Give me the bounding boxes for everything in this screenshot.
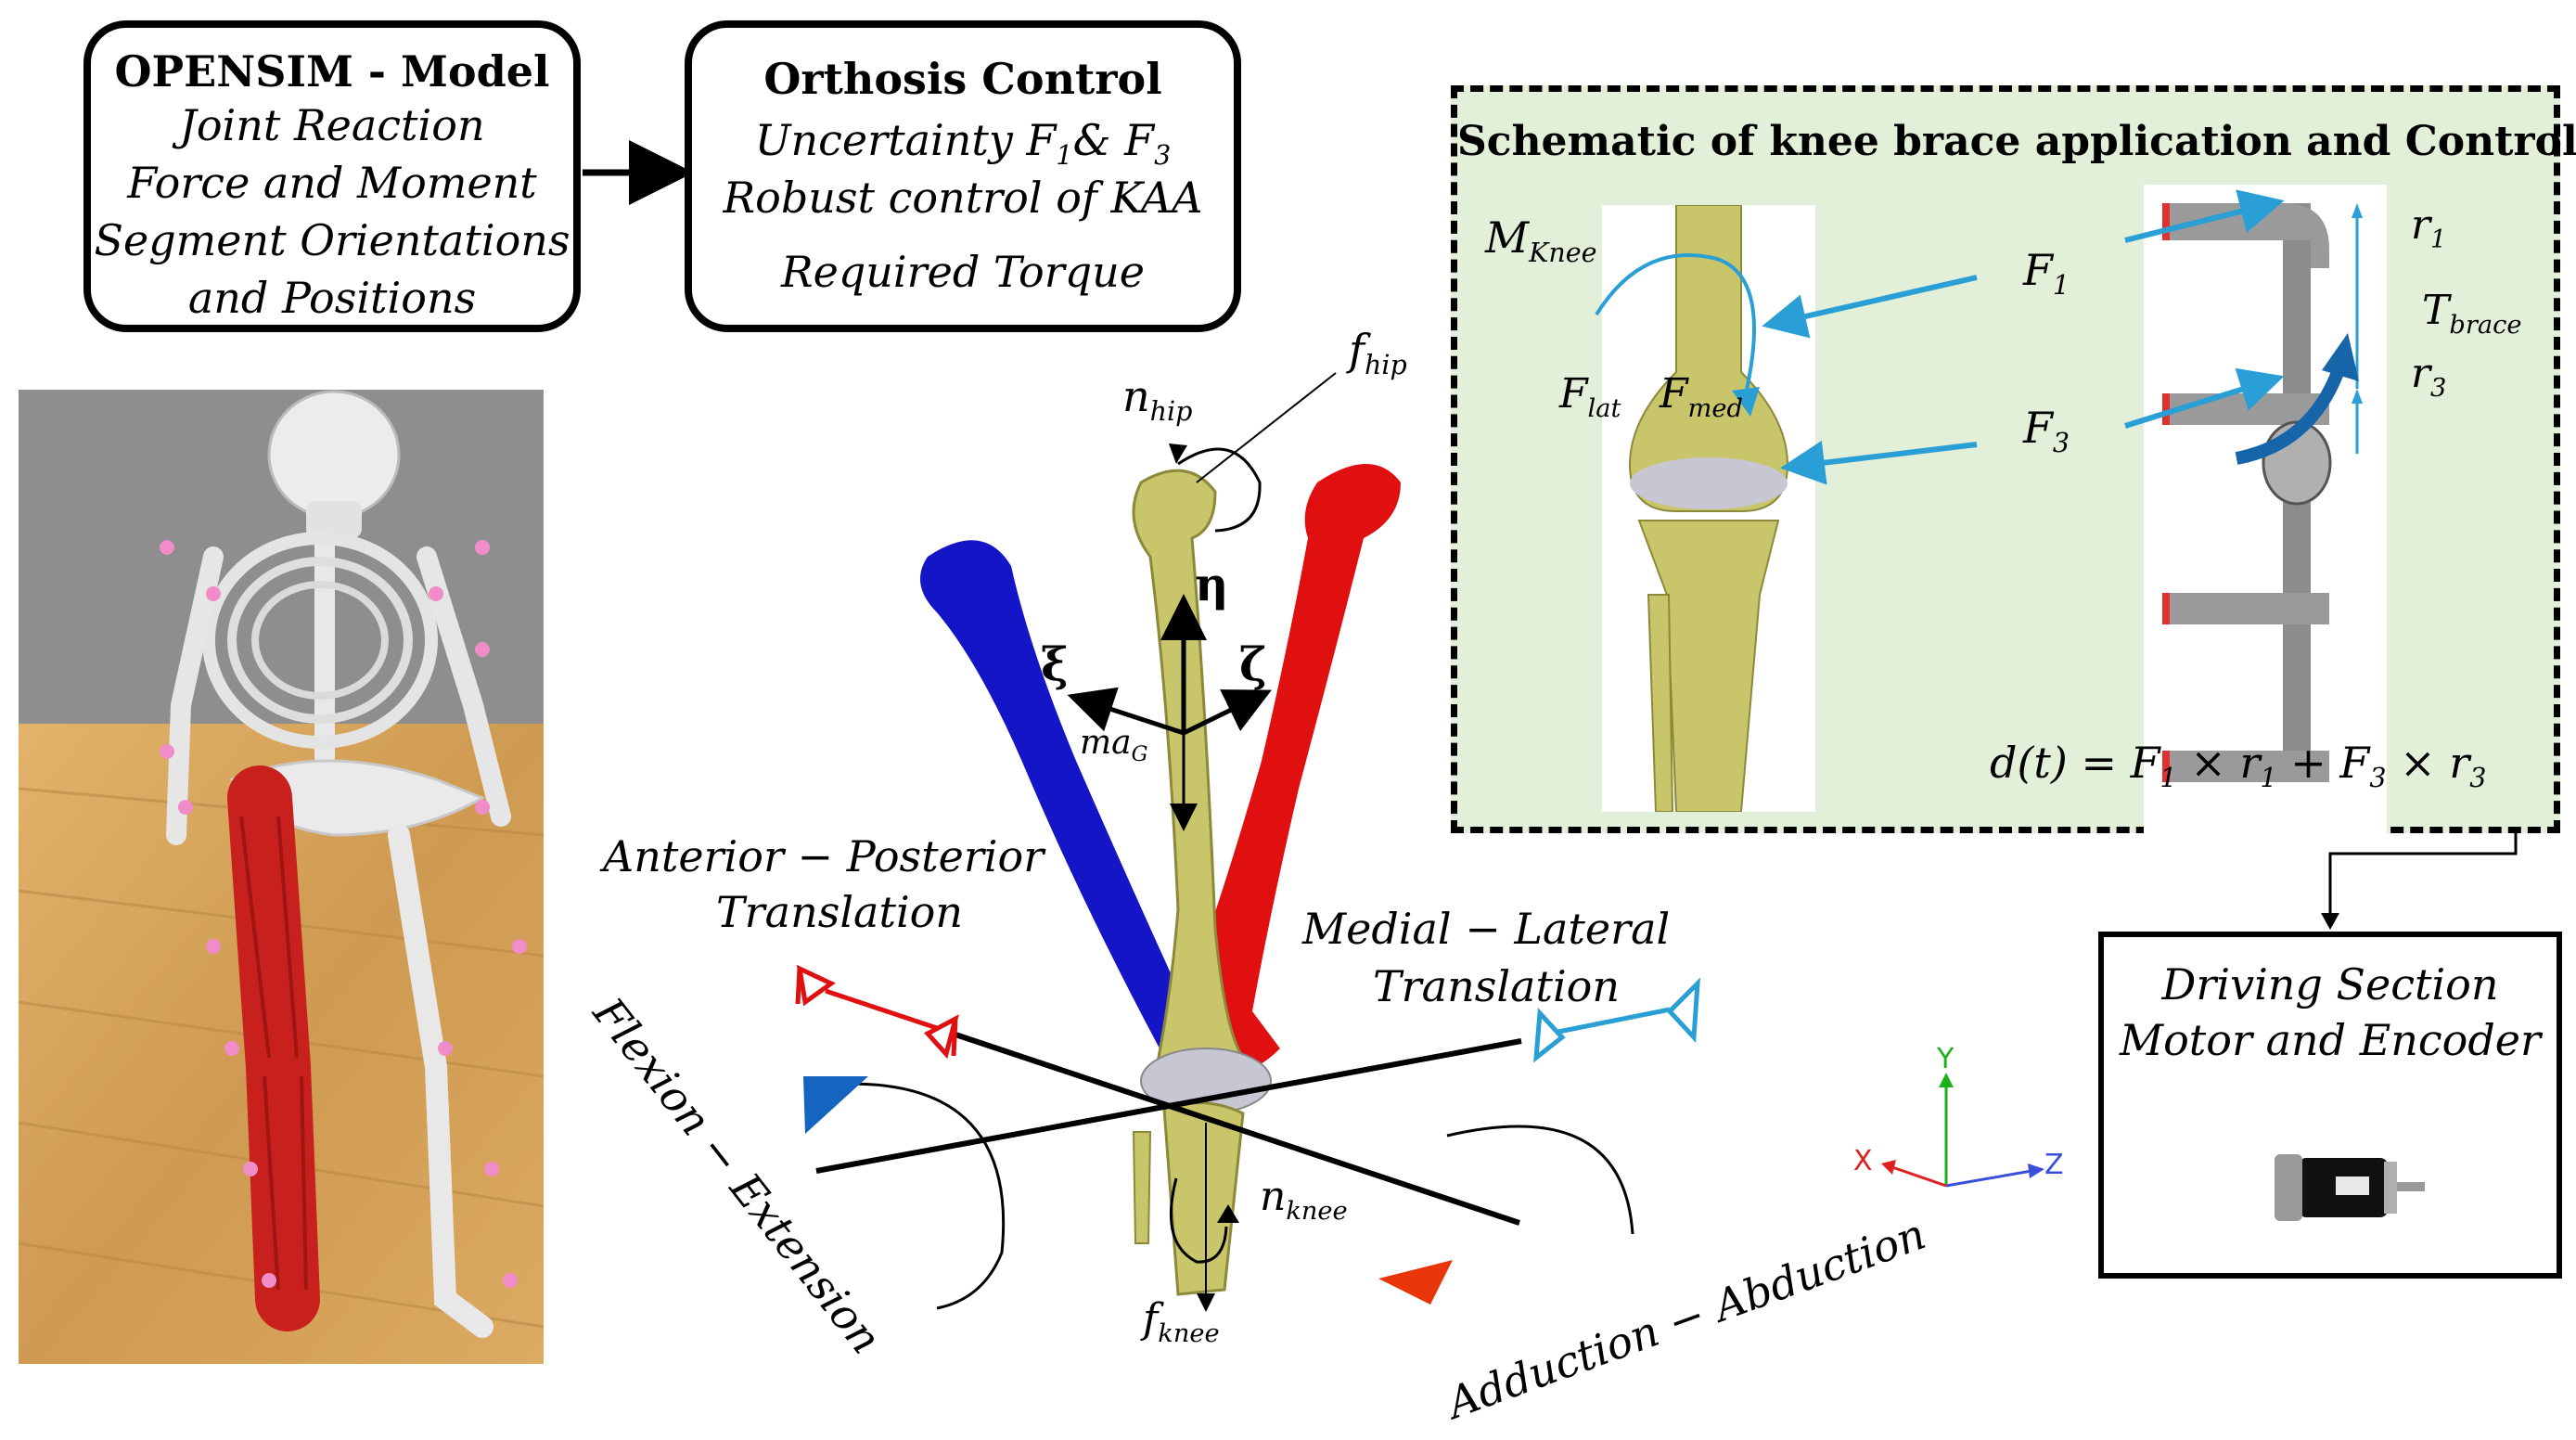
femur-blue <box>920 540 1197 1048</box>
ml-translation-arrow <box>1533 977 1700 1063</box>
ap-translation-line-2: Translation <box>716 887 963 937</box>
uncertainty-mid: & F <box>1072 115 1155 165</box>
axis-y-label: Y <box>1937 1043 1954 1075</box>
adduction-arrowhead <box>1378 1260 1453 1305</box>
hip-force-pointer <box>1196 372 1337 483</box>
orthosis-torque-line: Required Torque <box>780 247 1145 297</box>
r1-label: r1 <box>2411 201 2447 254</box>
tibia <box>1162 1101 1245 1296</box>
uncertainty-prefix: Uncertainty F <box>754 115 1057 165</box>
schematic-arrows <box>1595 189 2359 485</box>
opensim-line-3: Segment Orientations <box>94 215 570 265</box>
driving-section-box: Driving Section Motor and Encoder <box>2098 932 2562 1279</box>
n-knee-label: nknee <box>1260 1173 1348 1226</box>
opensim-line-2: Force and Moment <box>127 158 537 208</box>
femur-bones-diagram <box>920 464 1401 1296</box>
ma-g-label: maG <box>1080 724 1148 767</box>
opensim-line-1: Joint Reaction <box>179 100 485 150</box>
opensim-skeleton-image <box>18 390 545 1364</box>
opensim-model-title: OPENSIM - Model <box>114 46 550 96</box>
hip-moment-arc <box>1177 447 1262 533</box>
coordinate-triad <box>1881 1073 2044 1188</box>
flexion-arrowhead <box>803 1076 868 1134</box>
f3-label: F3 <box>2023 403 2070 459</box>
t-brace-label: Tbrace <box>2422 287 2522 340</box>
f-knee-label: fknee <box>1143 1295 1220 1348</box>
femur-red <box>1169 464 1401 1078</box>
n-hip-label: nhip <box>1122 371 1193 428</box>
f-med-label: Fmed <box>1660 370 1743 423</box>
xi-axis-label: ξ <box>1041 636 1069 691</box>
driving-line-1: Driving Section <box>2161 959 2499 1009</box>
schematic-title: Schematic of knee brace application and … <box>1457 118 2576 165</box>
uncertainty-sub-1: 1 <box>1056 140 1073 172</box>
knee-brace-schematic-panel: Schematic of knee brace application and … <box>1451 85 2576 834</box>
f-lat-label: Flat <box>1559 370 1621 423</box>
axis-z-label: Z <box>2044 1149 2064 1181</box>
knee-brace-image <box>2144 185 2387 834</box>
driving-line-2: Motor and Encoder <box>2119 1015 2542 1065</box>
orthosis-control-box: Orthosis Control Uncertainty F1& F3 Robu… <box>685 20 1241 332</box>
motor-image <box>2275 1154 2425 1221</box>
orthosis-control-title: Orthosis Control <box>763 54 1162 104</box>
uncertainty-sub-3: 3 <box>1154 140 1172 172</box>
m-knee-label: MKnee <box>1485 212 1597 269</box>
adduction-arc <box>1446 1125 1634 1235</box>
ml-translation-line-2: Translation <box>1373 961 1620 1011</box>
opensim-model-box: OPENSIM - Model Joint Reaction Force and… <box>83 20 581 332</box>
ap-translation-line-1: Anterior − Posterior <box>603 831 1044 881</box>
flexion-arc <box>815 1082 1006 1310</box>
f-hip-label: fhip <box>1349 325 1407 381</box>
ap-translation-arrow <box>795 964 959 1060</box>
axis-x-label: X <box>1853 1145 1873 1177</box>
f1-label: F1 <box>2023 245 2070 302</box>
ml-translation-line-1: Medial − Lateral <box>1302 904 1671 954</box>
orthosis-uncertainty-line: Uncertainty F1& F3 <box>692 115 1234 171</box>
knee-moment-arc <box>1169 1177 1228 1264</box>
torque-equation: d(t) = F1 × r1 + F3 × r3 <box>1990 738 2487 794</box>
opensim-line-4: and Positions <box>187 273 477 323</box>
zeta-axis-label: ζ <box>1239 636 1267 691</box>
r3-label: r3 <box>2411 350 2447 403</box>
eta-axis-label: η <box>1195 557 1229 611</box>
femur-axes <box>1067 594 1272 831</box>
orthosis-robust-line: Robust control of KAA <box>723 173 1203 223</box>
anterior-posterior-axis-line <box>955 1032 1520 1226</box>
